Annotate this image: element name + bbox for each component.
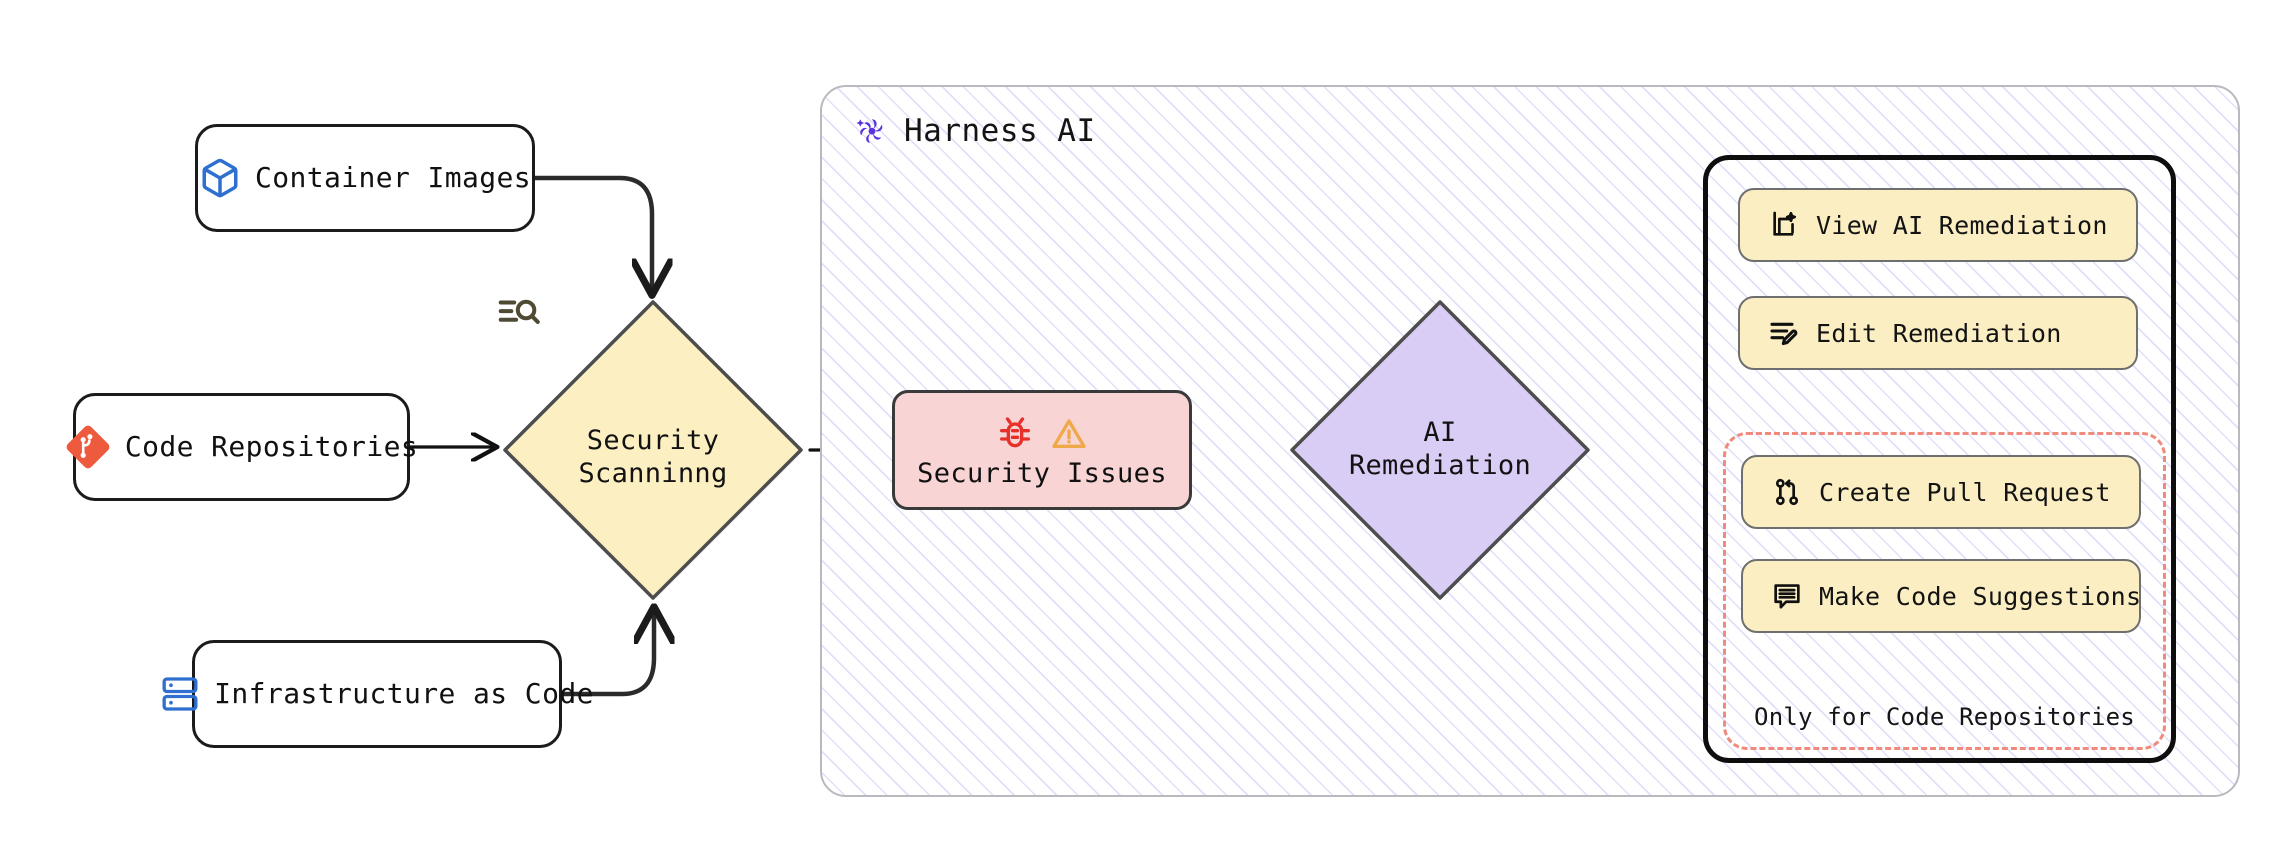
security-issues-icon-group (995, 414, 1089, 454)
action-label-create-pull-request: Create Pull Request (1819, 477, 2111, 507)
node-container-images[interactable]: Container Images (195, 124, 535, 232)
action-label-make-code-suggestions: Make Code Suggestions (1819, 581, 2142, 611)
list-pencil-icon (1768, 317, 1800, 349)
node-security-issues[interactable]: Security Issues (892, 390, 1192, 510)
edge-iac-to-scanning (559, 610, 654, 697)
comment-lines-icon (1771, 580, 1803, 612)
server-stack-icon (160, 674, 200, 714)
node-code-repositories[interactable]: Code Repositories (66, 393, 418, 501)
bug-icon (995, 414, 1035, 454)
node-label-container-images: Container Images (254, 161, 532, 194)
action-view-ai-remediation[interactable]: View AI Remediation (1738, 188, 2138, 262)
node-security-scanning[interactable]: Security Scanninng (495, 292, 811, 608)
cube-icon (199, 157, 241, 199)
pull-request-icon (1771, 476, 1803, 508)
remediation-actions-panel: View AI Remediation Edit Remediation (1703, 155, 2176, 763)
ai-sparkle-doc-icon (1768, 209, 1800, 241)
edge-container-images-to-scanning (531, 175, 652, 292)
action-make-code-suggestions[interactable]: Make Code Suggestions (1741, 559, 2141, 633)
node-ai-remediation[interactable]: AI Remediation (1282, 292, 1598, 608)
harness-ai-title: Harness AI (904, 113, 1096, 149)
security-issues-label: Security Issues (917, 457, 1167, 489)
action-label-view-ai-remediation: View AI Remediation (1816, 210, 2108, 240)
warning-triangle-icon (1049, 414, 1089, 454)
node-label-infrastructure-as-code: Infrastructure as Code (214, 677, 594, 710)
action-label-edit-remediation: Edit Remediation (1816, 318, 2062, 348)
action-create-pull-request[interactable]: Create Pull Request (1741, 455, 2141, 529)
harness-ai-title-group: Harness AI (854, 113, 1096, 149)
git-diamond-icon (65, 424, 111, 470)
harness-pinwheel-icon (854, 113, 890, 149)
node-infrastructure-as-code[interactable]: Infrastructure as Code (162, 640, 593, 748)
node-label-code-repositories: Code Repositories (124, 430, 419, 463)
action-edit-remediation[interactable]: Edit Remediation (1738, 296, 2138, 370)
code-repositories-only-group: Create Pull Request Make Code Suggestion… (1723, 432, 2166, 750)
code-repositories-only-caption: Only for Code Repositories (1754, 703, 2135, 731)
